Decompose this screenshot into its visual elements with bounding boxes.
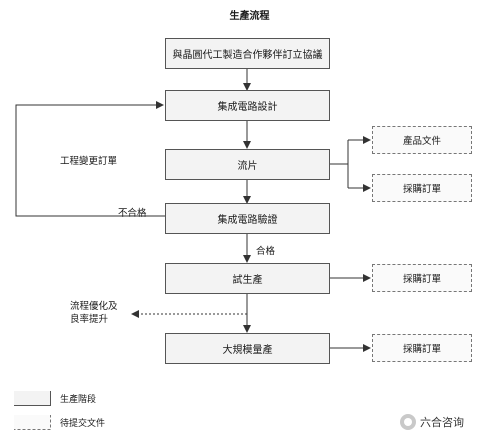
diagram-title: 生產流程 [229,11,270,22]
legend-stage-label: 生產階段 [60,395,97,405]
stage-trial-production: 試生產 [165,263,330,294]
stage-foundry-agreement: 與晶圓代工製造合作夥伴訂立協議 [165,38,330,69]
doc-product-files: 產品文件 [372,126,472,154]
label-optimize-line1: 流程優化及 [70,301,118,312]
stage-ic-verification: 集成電路驗證 [165,203,330,234]
wechat-icon [400,414,416,430]
stage-tapeout: 流片 [165,149,330,180]
legend-stage-swatch [14,391,50,405]
watermark: 六合咨询 [400,414,464,430]
legend-file-swatch [14,415,50,429]
feedback-loop [15,101,165,217]
doc-purchase-order-2: 採購訂單 [372,264,472,292]
label-engineering-change-order: 工程變更訂單 [60,156,118,167]
legend-file-label: 待提交文件 [60,419,106,429]
label-fail: 不合格 [118,208,147,219]
label-pass: 合格 [256,246,276,257]
stage-mass-production: 大規模量產 [165,333,330,364]
doc-purchase-order-1: 採購訂單 [372,174,472,202]
doc-purchase-order-3: 採購訂單 [372,334,472,362]
label-optimize-line2: 良率提升 [70,314,109,325]
watermark-text: 六合咨询 [420,416,464,429]
stage-ic-design: 集成電路設計 [165,90,330,121]
